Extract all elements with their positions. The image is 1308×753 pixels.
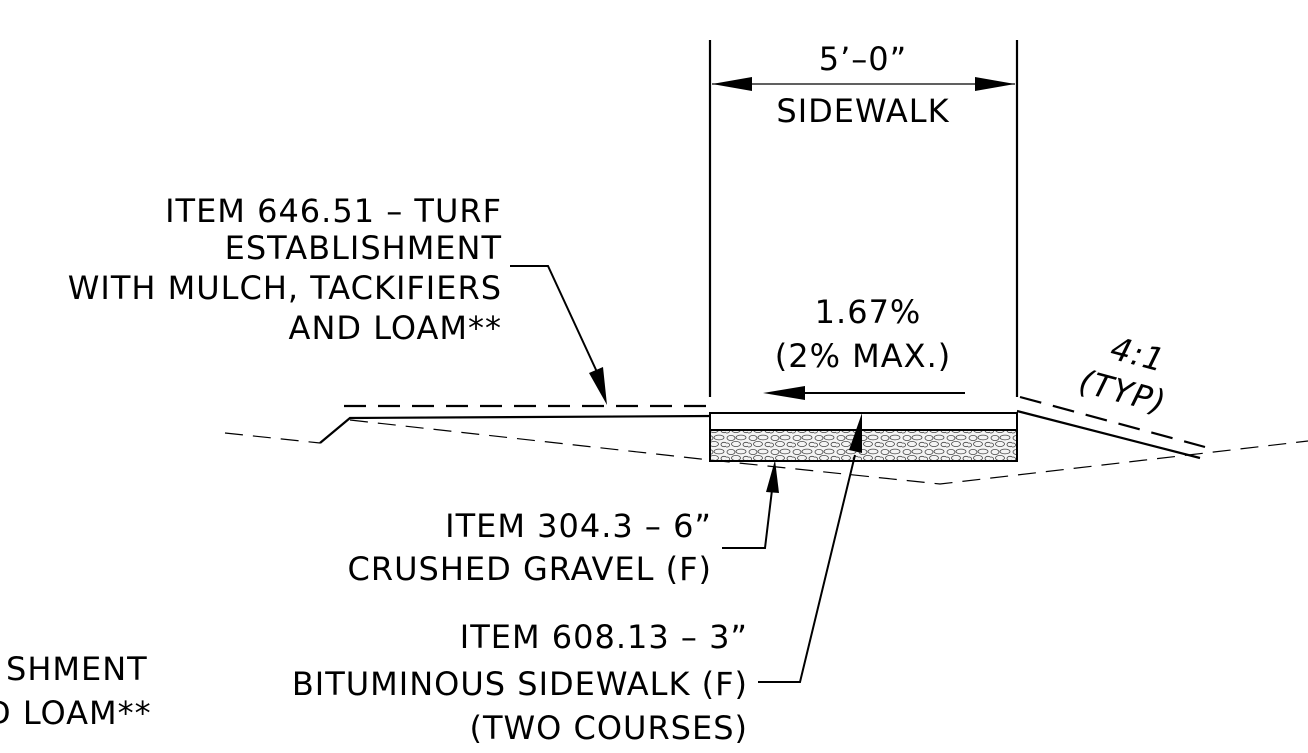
existing-ground-line <box>224 432 321 444</box>
width-dimension-line <box>712 77 1015 91</box>
turf-callout-line4: AND LOAM** <box>289 309 502 347</box>
sidewalk-dimension-name: SIDEWALK <box>776 92 949 130</box>
existing-ground-subgrade-line <box>349 419 1308 485</box>
gravel-callout-line1: ITEM 304.3 – 6” <box>445 507 712 545</box>
crushed-gravel-layer <box>709 429 1018 462</box>
sidewalk-callout-line2: BITUMINOUS SIDEWALK (F) <box>292 665 748 703</box>
gravel-callout-line2: CRUSHED GRAVEL (F) <box>348 550 712 588</box>
turf-leader-arrow <box>510 265 607 405</box>
sidewalk-leader-arrow <box>758 413 862 683</box>
finished-grade-left <box>319 414 713 444</box>
turf-callout-line1: ITEM 646.51 – TURF <box>165 192 502 230</box>
turf-callout-line3: WITH MULCH, TACKIFIERS <box>68 269 502 307</box>
sidewalk-callout-line1: ITEM 608.13 – 3” <box>460 618 748 656</box>
cutoff-callout-line2: D LOAM** <box>0 694 152 732</box>
slope-direction-arrow <box>763 386 965 400</box>
slope-max-label: (2% MAX.) <box>775 337 952 375</box>
cutoff-callout-line1: SHMENT <box>6 650 148 688</box>
slope-percent-label: 1.67% <box>815 293 922 331</box>
gravel-leader-arrow <box>722 460 779 549</box>
sidewalk-callout-line3: (TWO COURSES) <box>469 709 748 747</box>
side-slope-right-line <box>1016 409 1201 460</box>
turf-callout-line2: ESTABLISHMENT <box>225 229 502 267</box>
width-dimension-label: 5’–0” <box>819 40 907 78</box>
bituminous-sidewalk-layer <box>709 412 1018 431</box>
